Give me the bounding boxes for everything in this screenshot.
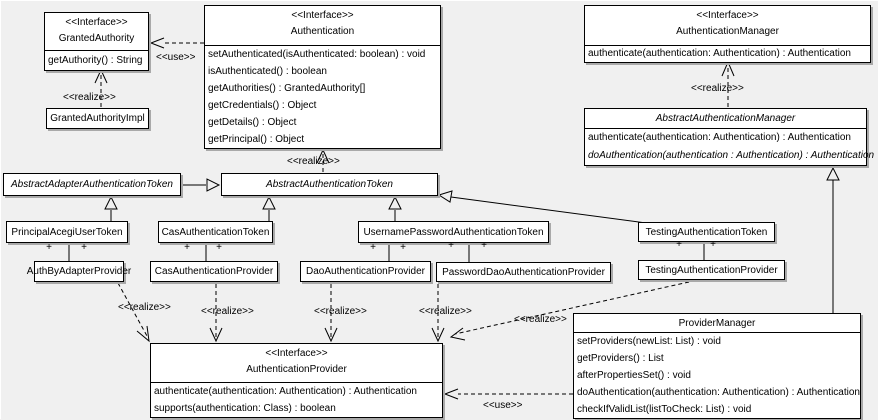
realize-label: <<realize>> [201,306,254,317]
class-authentication-provider[interactable]: <<Interface>> AuthenticationProvider aut… [150,343,443,418]
realize-label: <<realize>> [63,92,116,103]
edge-realize-abstractauthenticationtoken [316,148,330,172]
class-name: TestingAuthenticationToken [645,226,768,238]
use-label: <<use>> [483,400,523,411]
class-name: PrincipalAcegiUserToken [11,226,123,238]
class-granted-authority[interactable]: <<Interface>> GrantedAuthority getAuthor… [44,12,149,71]
edge-realize-authbyadapterprovider [117,282,150,343]
class-name: AbstractAuthenticationManager [655,113,796,124]
multiplicity-plus: + [184,242,190,253]
multiplicity-plus: + [370,242,376,253]
class-name: DaoAuthenticationProvider [306,266,425,277]
edge-gen-usernamepasswordtoken [388,195,402,221]
realize-label: <<realize>> [691,83,744,94]
method: setAuthenticated(isAuthenticated: boolea… [208,49,426,60]
class-abstract-authentication-manager[interactable]: AbstractAuthenticationManager authentica… [584,108,875,166]
method: getAuthority() : String [48,55,143,66]
realize-label: <<realize>> [314,306,367,317]
class-cas-authentication-token[interactable]: CasAuthenticationToken [158,221,273,243]
class-name: PasswordDaoAuthenticationProvider [442,266,605,278]
class-name: GrantedAuthority [58,33,135,44]
class-abstract-authentication-token[interactable]: AbstractAuthenticationToken [221,173,438,196]
method: getDetails() : Object [208,117,297,128]
multiplicity-plus: + [481,240,487,251]
class-principal-acegi-user-token[interactable]: PrincipalAcegiUserToken [6,221,128,243]
edge-use-providermanager-to-authenticationprovider [443,388,573,400]
method: getCredentials() : Object [208,100,317,111]
method: afterPropertiesSet() : void [577,370,691,381]
edge-realize-testingprovider [449,281,690,341]
class-password-dao-authentication-provider[interactable]: PasswordDaoAuthenticationProvider [436,262,611,282]
class-testing-authentication-provider[interactable]: TestingAuthenticationProvider [638,260,785,280]
class-testing-authentication-token[interactable]: TestingAuthenticationToken [638,222,775,242]
use-label: <<use>> [156,52,196,63]
class-granted-authority-impl[interactable]: GrantedAuthorityImpl [46,108,149,129]
stereotype: <<Interface>> [65,17,128,28]
method: checkIfValidList(listToCheck: List) : vo… [577,404,752,415]
class-provider-manager[interactable]: ProviderManager setProviders(newList: Li… [573,313,861,419]
class-username-password-authentication-token[interactable]: UsernamePasswordAuthenticationToken [358,221,549,243]
edge-gen-principaltoken [104,195,118,221]
class-abstract-adapter-authentication-token[interactable]: AbstractAdapterAuthenticationToken [3,173,181,196]
class-cas-authentication-provider[interactable]: CasAuthenticationProvider [150,261,278,282]
edge-realize-daoprovider [324,284,338,343]
method: setProviders(newList: List) : void [577,336,721,347]
method: getPrincipal() : Object [208,134,305,145]
multiplicity-plus: + [710,239,716,250]
class-name: AuthByAdapterProvider [26,266,132,277]
class-name: TestingAuthenticationProvider [645,264,778,276]
method: getProviders() : List [577,353,664,364]
method: authenticate(authentication: Authenticat… [154,386,417,397]
stereotype: <<Interface>> [696,10,759,21]
method: doAuthentication(authentication : Authen… [588,150,875,161]
realize-label: <<realize>> [419,306,472,317]
multiplicity-plus: + [81,242,87,253]
edge-gen-castoken [262,195,276,221]
realize-label: <<realize>> [287,156,340,167]
class-name: UsernamePasswordAuthenticationToken [363,226,544,238]
class-name: CasAuthenticationToken [161,226,270,238]
class-authentication-manager[interactable]: <<Interface>> AuthenticationManager auth… [584,5,871,63]
edge-assoc-token-provider-pairs [68,242,705,262]
multiplicity-plus: + [448,240,454,251]
class-name: CasAuthenticationProvider [154,266,274,277]
edge-gen-testingtoken [437,190,647,224]
stereotype: <<Interface>> [265,348,328,359]
class-name: AuthenticationManager [676,26,779,37]
method: authenticate(authentication: Authenticat… [588,132,851,143]
class-name: ProviderManager [678,317,756,329]
class-name: Authentication [290,26,355,37]
class-name: GrantedAuthorityImpl [50,113,145,124]
multiplicity-plus: + [400,242,406,253]
stereotype: <<Interface>> [291,10,354,21]
class-authentication[interactable]: <<Interface>> Authentication setAuthenti… [204,5,441,149]
edge-gen-providermanager [826,166,840,313]
method: getAuthorities() : GrantedAuthority[] [208,83,366,94]
multiplicity-plus: + [216,242,222,253]
method: supports(authentication: Class) : boolea… [154,403,336,414]
class-name: AuthenticationProvider [246,364,347,375]
edge-use-authentication-to-grantedauthority [149,37,204,49]
method: doAuthentication(authentication: Authent… [577,387,860,398]
edge-realize-casprovider [209,284,223,343]
class-name: AbstractAuthenticationToken [266,179,393,190]
class-name: AbstractAdapterAuthenticationToken [11,179,173,190]
edge-realize-passworddaoprovider [431,284,445,343]
edge-gen-adaptertoken-to-token [181,178,221,192]
realize-label: <<realize>> [514,314,567,325]
class-auth-by-adapter-provider[interactable]: AuthByAdapterProvider [27,261,131,282]
multiplicity-plus: + [46,242,52,253]
method: isAuthenticated() : boolean [208,66,327,77]
class-dao-authentication-provider[interactable]: DaoAuthenticationProvider [300,261,431,282]
realize-label: <<realize>> [118,302,171,313]
method: authenticate(authentication: Authenticat… [588,48,851,59]
multiplicity-plus: + [676,239,682,250]
